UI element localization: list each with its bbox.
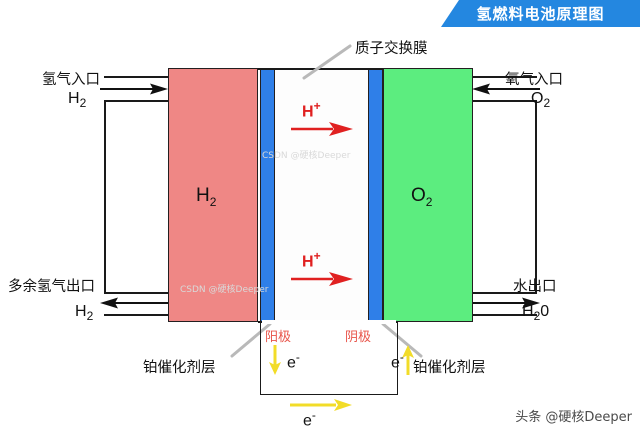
hydrogen-inlet-pipe-bottom: [104, 100, 170, 102]
electron-arrow-right: [402, 345, 414, 375]
oxygen-inlet-label: 氧气入口: [505, 72, 563, 88]
ghost-watermark-bottom: CSDN @硬核Deeper: [180, 285, 269, 295]
ghost-watermark-top: CSDN @硬核Deeper: [262, 151, 351, 161]
anode-label: 阳极: [265, 330, 292, 345]
water-outlet-label: 水出口: [513, 279, 557, 295]
right-manifold-vertical: [535, 100, 537, 293]
water-outlet-pipe-top: [471, 292, 537, 294]
proton-arrow-bottom: [291, 271, 353, 292]
proton-arrow-top: [291, 121, 353, 142]
oxygen-inlet-pipe-bottom: [471, 100, 537, 102]
electron-arrow-bottom: [290, 399, 352, 411]
oxygen-inlet-arrow: [472, 83, 540, 95]
hydrogen-outlet-label: 多余氢气出口: [8, 279, 95, 295]
hydrogen-outlet-pipe-top: [104, 292, 170, 294]
circuit-top-mask: [262, 320, 396, 324]
hydrogen-chamber: [168, 68, 258, 322]
cathode-catalyst-layer: [368, 68, 383, 322]
oxygen-inlet-formula: O2: [531, 90, 551, 111]
oxygen-chamber: [383, 68, 473, 322]
water-outlet-pipe-bottom: [471, 314, 537, 316]
oxygen-inlet-pipe-top: [471, 76, 537, 78]
oxygen-chamber-label: O2: [411, 185, 433, 209]
hydrogen-inlet-label: 氢气入口: [42, 72, 100, 88]
electron-label-right: e-: [391, 350, 404, 372]
left-manifold-vertical: [104, 100, 106, 293]
hydrogen-inlet-pipe-top: [104, 76, 170, 78]
electron-arrow-left: [269, 345, 281, 375]
hydrogen-outlet-formula: H2: [75, 303, 94, 324]
hydrogen-outlet-pipe-bottom: [104, 314, 170, 316]
water-outlet-formula: H20: [522, 303, 550, 324]
membrane-top-edge: [258, 68, 383, 70]
water-outlet-arrow: [472, 297, 540, 309]
cathode-label: 阴极: [345, 330, 372, 345]
catalyst-right-annotation-label: 铂催化剂层: [413, 360, 486, 376]
hydrogen-outlet-arrow: [100, 297, 168, 309]
electron-label-left: e-: [287, 350, 300, 372]
title-banner-text: 氢燃料电池原理图: [476, 5, 605, 23]
proton-label-bottom: H+: [302, 249, 321, 271]
title-banner: 氢燃料电池原理图: [441, 0, 640, 27]
proton-label-top: H+: [302, 99, 321, 121]
watermark: 头条 @硬核Deeper: [515, 410, 632, 425]
catalyst-left-annotation-label: 铂催化剂层: [143, 360, 216, 376]
hydrogen-chamber-label: H2: [196, 185, 217, 209]
membrane-annotation-label: 质子交换膜: [355, 41, 428, 57]
hydrogen-inlet-arrow: [100, 83, 168, 95]
hydrogen-inlet-formula: H2: [68, 90, 87, 111]
electron-label-bottom: e-: [303, 408, 316, 430]
